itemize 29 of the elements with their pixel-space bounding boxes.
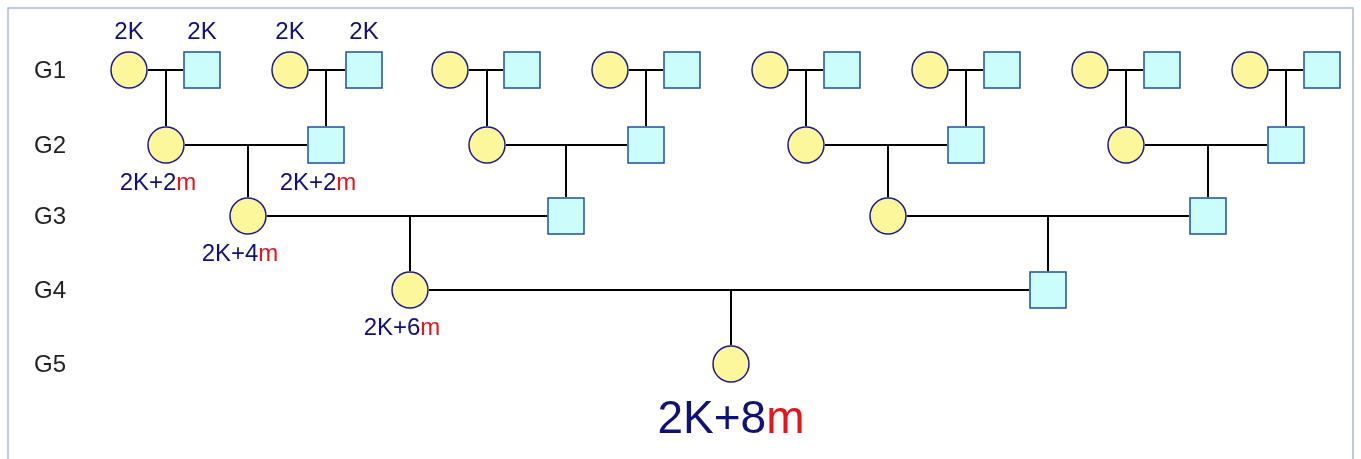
generation-label: G1 [34, 57, 66, 83]
descent-line [1047, 215, 1190, 272]
descent-line [1285, 69, 1304, 127]
genotype-label: 2K [114, 18, 144, 44]
descent-line [730, 289, 1030, 346]
generation-label: G2 [34, 132, 66, 158]
descent-line [565, 144, 628, 198]
genotype-label: 2K+6m [363, 314, 441, 340]
genotype-label: 2K+4m [201, 240, 279, 266]
generation-label: G5 [34, 351, 66, 377]
genotype-label: 2K [187, 18, 217, 44]
descent-line [247, 144, 308, 198]
descent-line [409, 215, 548, 272]
descent-line [1125, 69, 1144, 127]
descent-line [325, 69, 346, 127]
descent-line [965, 69, 984, 127]
genotype-label: 2K+2m [119, 169, 197, 195]
descent-line [486, 69, 504, 127]
genotype-label: 2K+8m [657, 394, 805, 440]
descent-line [887, 144, 948, 198]
descent-line [645, 69, 664, 127]
generation-label: G4 [34, 277, 66, 303]
descent-line [1207, 144, 1268, 198]
generation-label: G3 [34, 203, 66, 229]
genotype-label: 2K [275, 18, 305, 44]
descent-line [165, 69, 184, 127]
descent-line [805, 69, 824, 127]
genotype-label: 2K [349, 18, 379, 44]
genotype-label: 2K+2m [279, 169, 357, 195]
